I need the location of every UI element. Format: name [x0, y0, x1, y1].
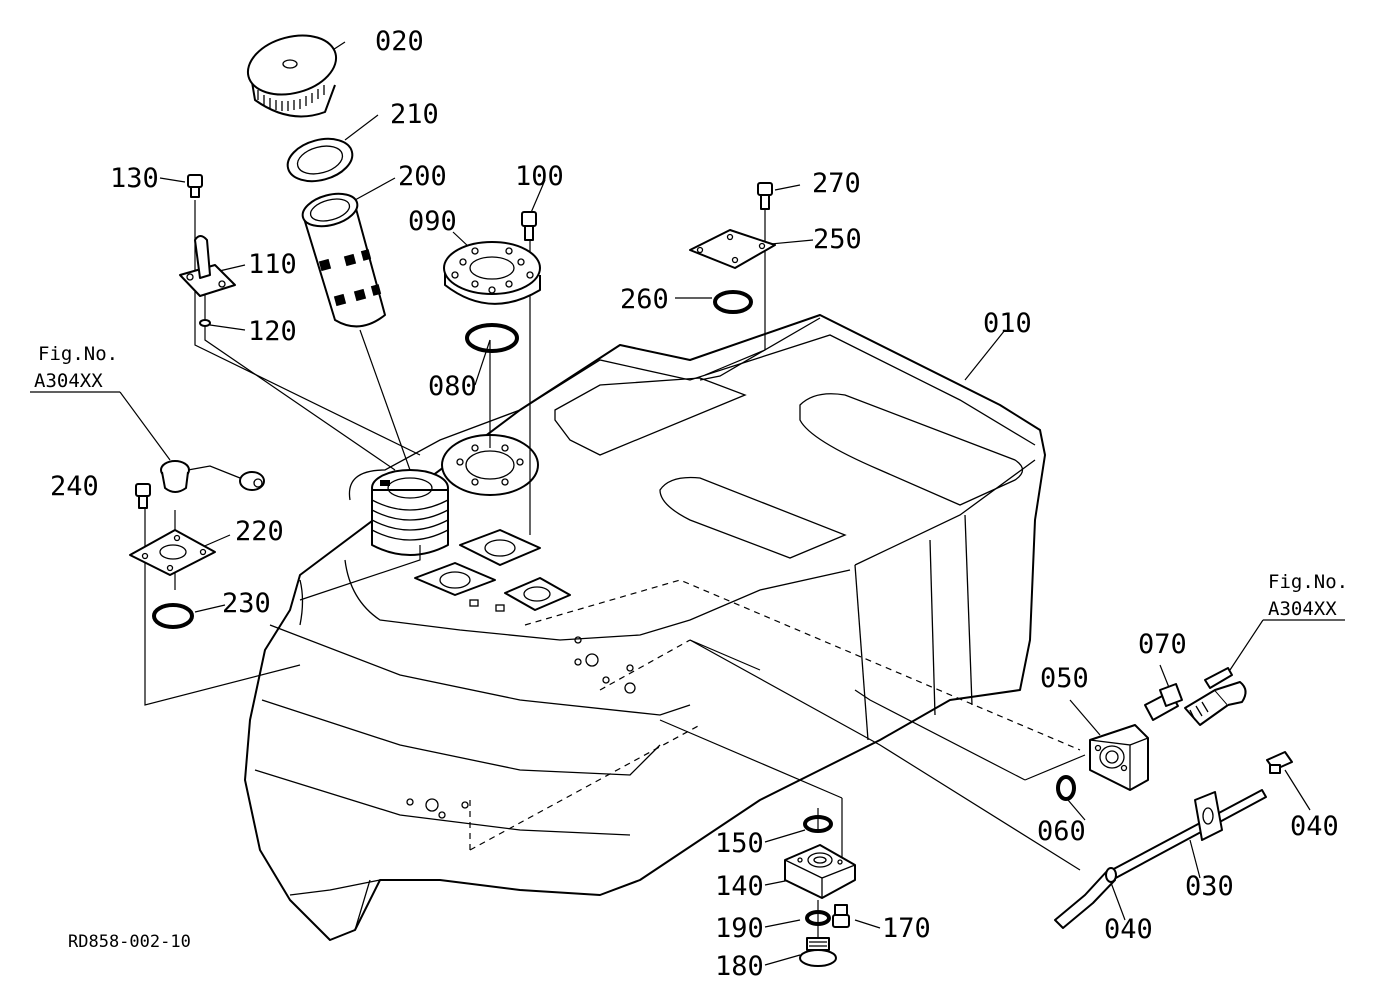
label-270: 270: [812, 168, 861, 199]
gasket-210[interactable]: [283, 132, 357, 188]
label-250: 250: [813, 224, 862, 255]
fig-reference-right[interactable]: Fig.No. A304XX: [1268, 571, 1348, 620]
pipe-bracket-120[interactable]: [179, 235, 236, 297]
o-ring-070[interactable]: [1056, 775, 1076, 801]
o-ring-190[interactable]: [805, 910, 831, 926]
hose-040[interactable]: [1054, 867, 1117, 929]
fig-ref-left-line2: A304XX: [34, 370, 103, 392]
o-ring-100[interactable]: [465, 323, 519, 353]
label-170: 170: [882, 913, 931, 944]
drain-valve: [1184, 667, 1247, 726]
label-240: 240: [50, 471, 99, 502]
label-190: 190: [715, 913, 764, 944]
o-ring-160[interactable]: [803, 815, 833, 833]
strainer[interactable]: [299, 188, 386, 328]
label-050: 040: [1290, 811, 1339, 842]
o-ring-230[interactable]: [152, 603, 194, 629]
o-ring-260[interactable]: [713, 290, 753, 314]
label-230: 230: [222, 588, 271, 619]
label-150: 140: [715, 871, 764, 902]
return-pipe-030[interactable]: [1107, 789, 1267, 881]
label-260: 260: [620, 284, 669, 315]
tank-ports: [414, 434, 571, 612]
label-090: 090: [408, 206, 457, 237]
flange-plate-090[interactable]: [443, 241, 541, 305]
fig-ref-right-line2: A304XX: [1268, 598, 1337, 620]
label-010: 010: [983, 308, 1032, 339]
label-200: 200: [398, 161, 447, 192]
label-110: 100: [515, 161, 564, 192]
label-060: 050: [1040, 663, 1089, 694]
fuel-cap[interactable]: [241, 26, 342, 118]
drain-flange-150[interactable]: [784, 844, 856, 899]
label-030: 030: [1185, 871, 1234, 902]
drain-plug-180[interactable]: [799, 937, 837, 967]
bolt-270[interactable]: [757, 182, 773, 210]
gasket-130[interactable]: [199, 319, 211, 327]
filler-neck: [371, 469, 449, 556]
label-020: 020: [375, 26, 424, 57]
label-210: 210: [390, 99, 439, 130]
label-180: 180: [715, 951, 764, 982]
fuel-tank[interactable]: [244, 314, 1046, 941]
bolt-110[interactable]: [521, 211, 537, 241]
leader-lines: [30, 41, 1345, 966]
level-sensor: [160, 460, 265, 493]
bolt-170[interactable]: [832, 904, 850, 928]
cover-plate-250[interactable]: [689, 229, 776, 269]
fig-reference-left[interactable]: Fig.No. A304XX: [34, 343, 118, 392]
label-120: 110: [248, 249, 297, 280]
label-040b: 040: [1104, 914, 1153, 945]
label-080: 070: [1138, 629, 1187, 660]
bolt-240[interactable]: [135, 483, 151, 509]
nipple-080[interactable]: [1144, 683, 1183, 721]
bolt-140[interactable]: [187, 174, 203, 198]
flange-060[interactable]: [1089, 724, 1149, 791]
label-070: 060: [1037, 816, 1086, 847]
drawing-id: RD858-002-10: [68, 932, 191, 952]
label-100: 080: [428, 371, 477, 402]
fig-ref-left-line1: Fig.No.: [38, 343, 118, 365]
label-130: 120: [248, 316, 297, 347]
plate-220[interactable]: [129, 529, 216, 576]
part-number-labels: 020 210 200 100 130 270 090 250 110 260 …: [50, 26, 1339, 982]
label-140: 130: [110, 163, 159, 194]
label-220: 220: [235, 516, 284, 547]
fig-ref-right-line1: Fig.No.: [1268, 571, 1348, 593]
joint-bolt-050[interactable]: [1266, 751, 1293, 774]
label-160: 150: [715, 828, 764, 859]
